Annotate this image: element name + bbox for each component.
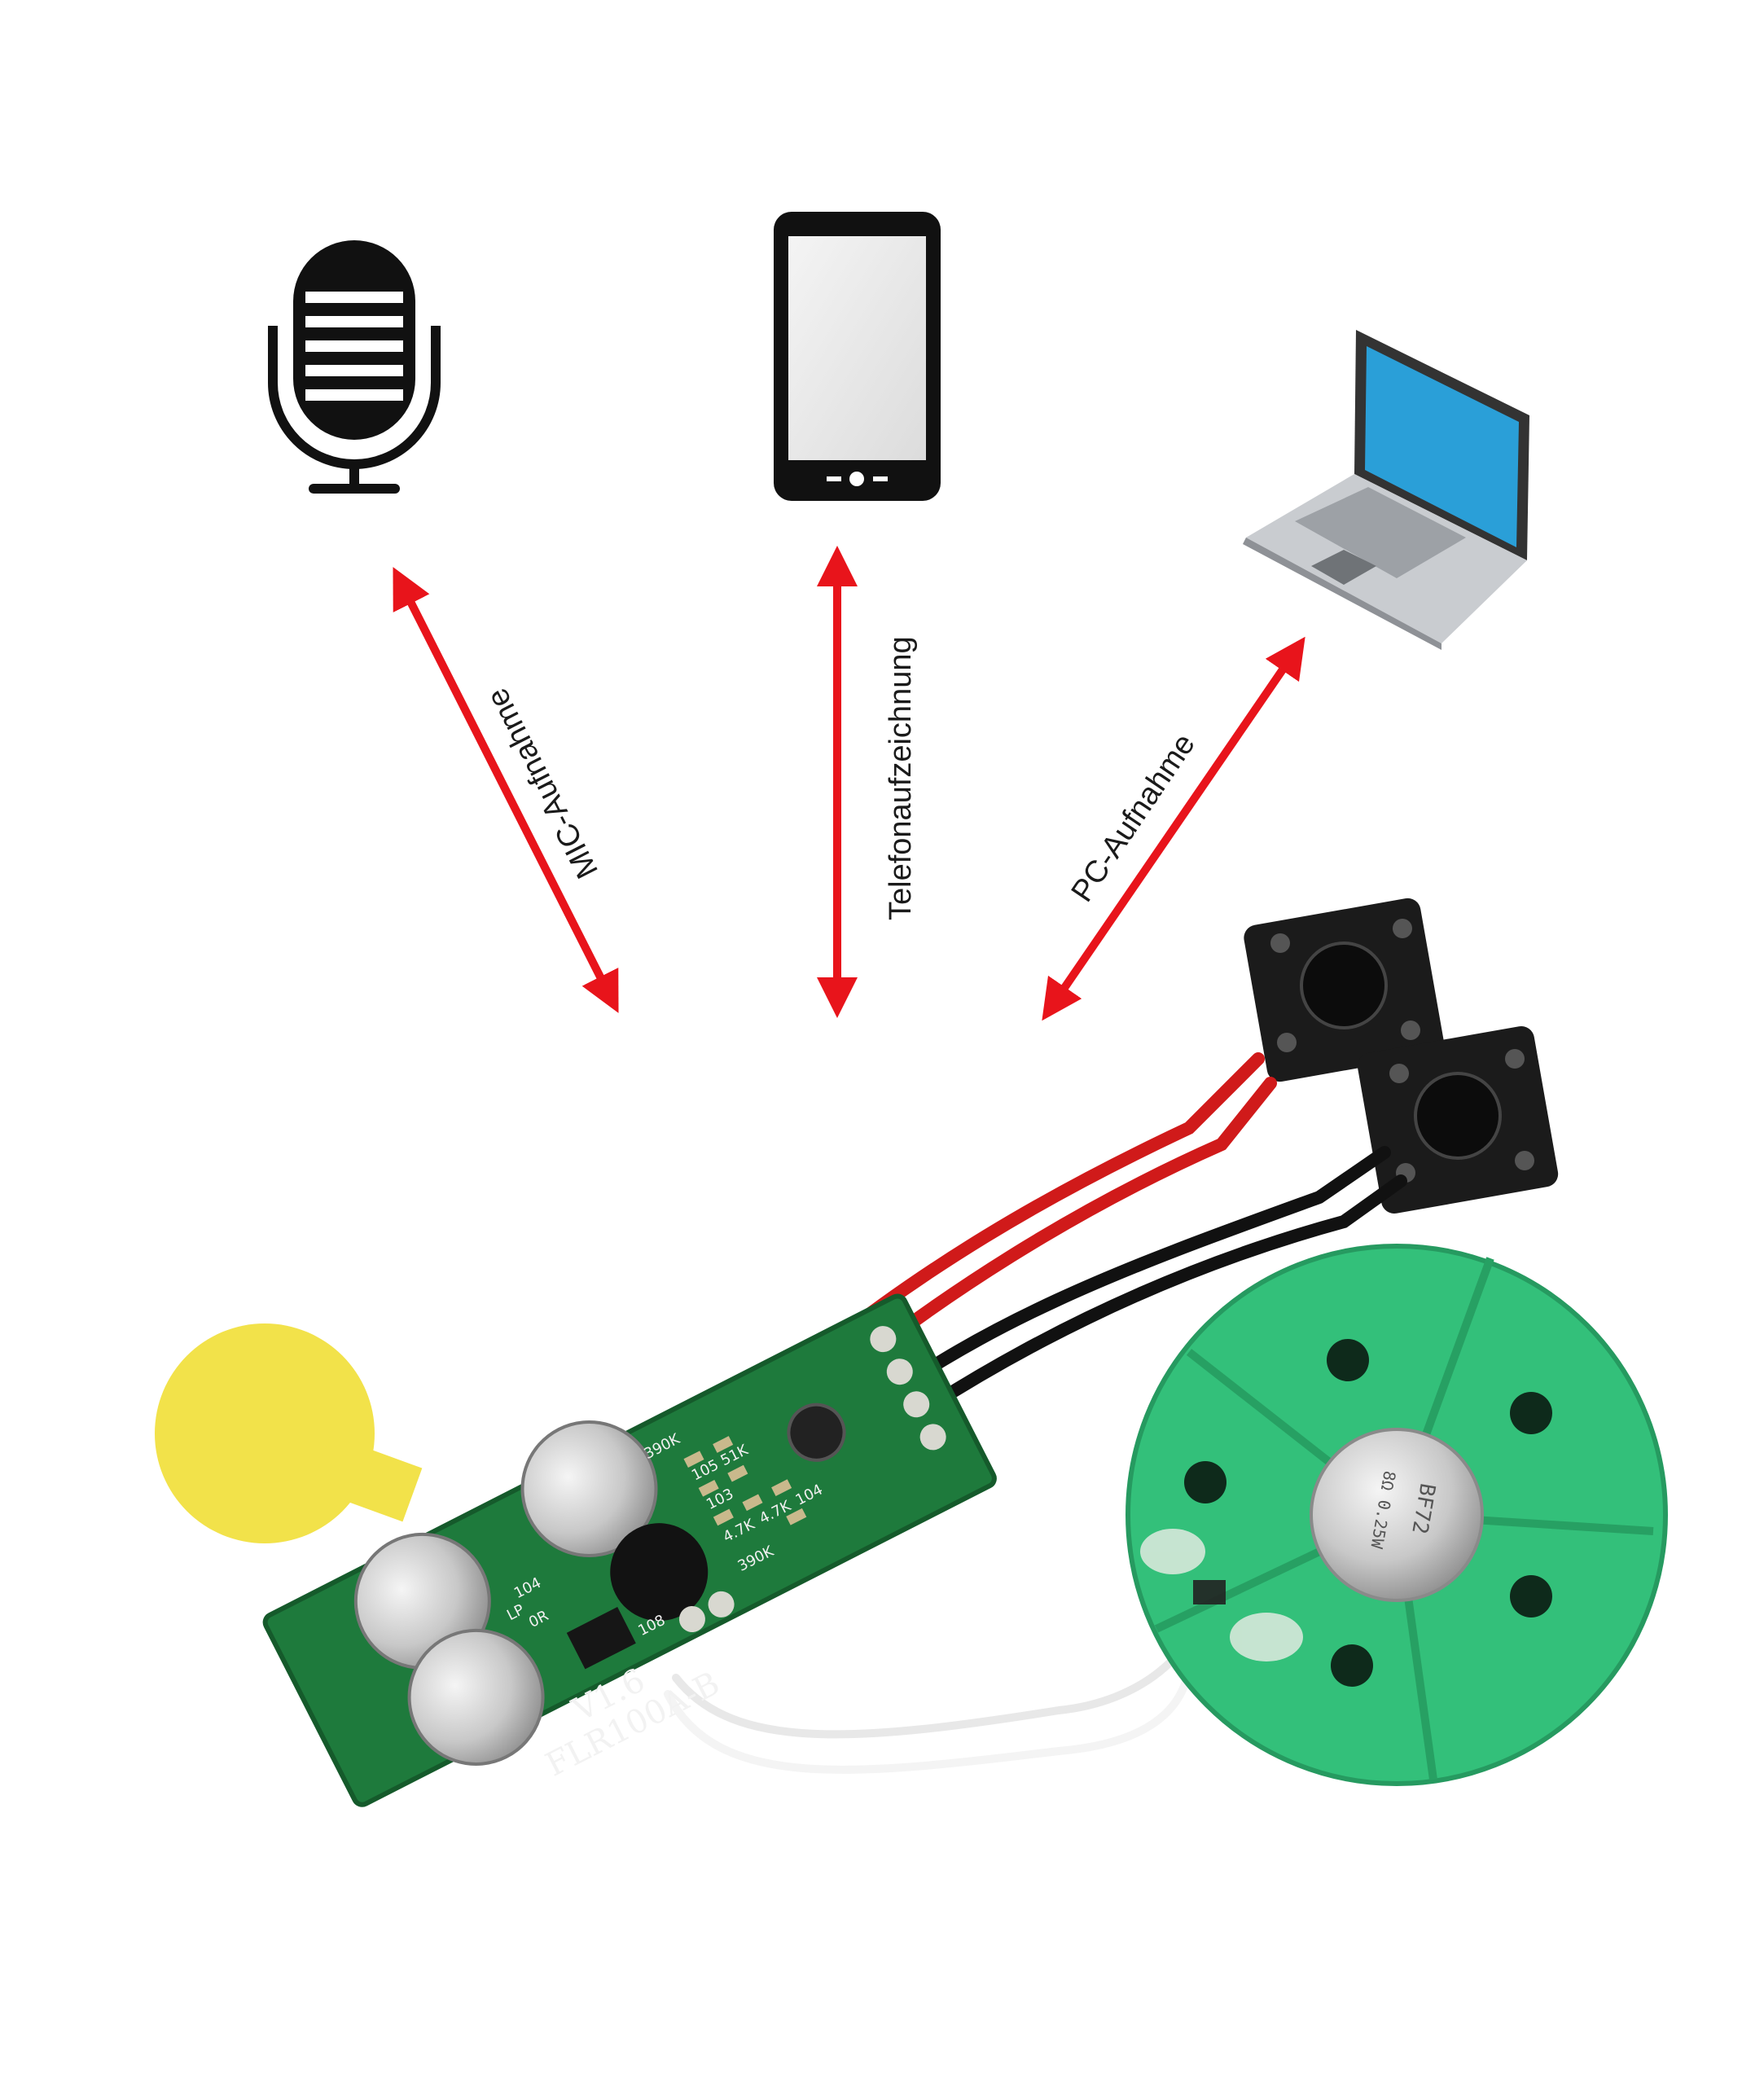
coin-battery-2 — [407, 1628, 545, 1766]
yellow-flag — [155, 1323, 423, 1543]
speaker: BF72 8Ω 0.25W — [1126, 1244, 1668, 1786]
pcb-board: 390K 105 51K 104 0R 103 4.7K 4.7K 104 39… — [262, 1293, 997, 1807]
arrow-mic: MIC-Aufnahme — [393, 567, 619, 1013]
push-button-1 — [1244, 898, 1444, 1082]
speaker-solder — [1140, 1529, 1303, 1661]
microphone-icon — [268, 240, 441, 494]
speaker-magnet: BF72 8Ω 0.25W — [1310, 1428, 1484, 1602]
push-button-2 — [1357, 1025, 1559, 1214]
label-telefonaufzeichnung: Telefonaufzeichnung — [884, 636, 918, 920]
ic-chip — [566, 1607, 636, 1670]
smd-components — [683, 1436, 807, 1526]
smartphone-icon — [774, 212, 941, 501]
laptop-icon — [1243, 330, 1529, 650]
microphone-capsule — [787, 1402, 846, 1462]
chip-blob — [610, 1523, 709, 1622]
solder-pads — [678, 1326, 946, 1633]
arrow-phone: Telefonaufzeichnung — [817, 546, 918, 1018]
